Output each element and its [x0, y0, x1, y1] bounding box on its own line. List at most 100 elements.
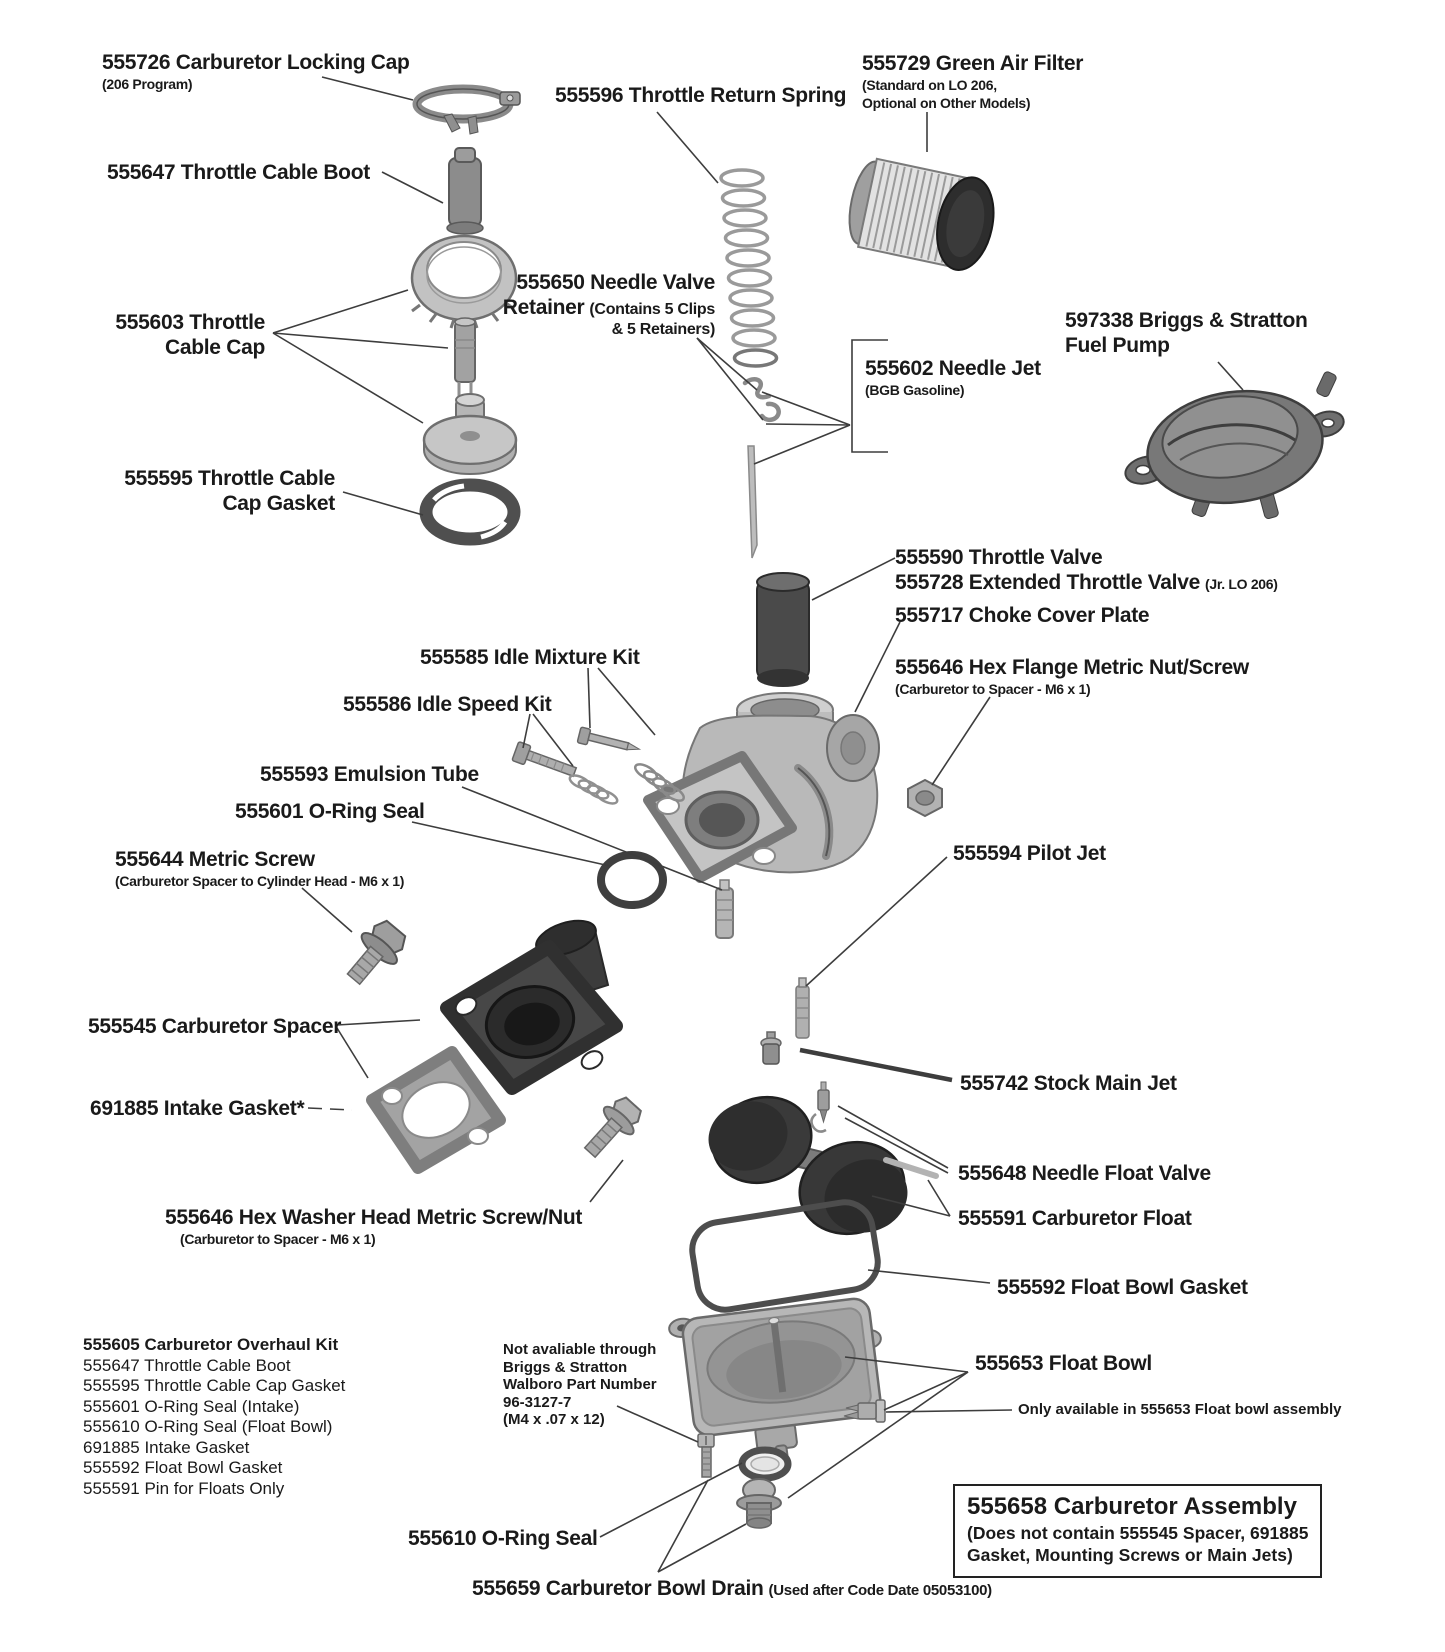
walboro-note-line4: 96-3127-7: [503, 1393, 572, 1411]
label-throttle-valve: 555590 Throttle Valve 555728 Extended Th…: [895, 545, 1278, 597]
label-needle-jet-note: (BGB Gasoline): [865, 382, 965, 398]
part-bowl-barb-fitting: [843, 1399, 886, 1423]
label-air-filter-note2: Optional on Other Models): [862, 95, 1031, 111]
part-needle-float-valve: [810, 1081, 830, 1133]
label-fuel-pump-line1: 597338 Briggs & Stratton: [1065, 309, 1308, 332]
walboro-note-line1: Not avaliable through: [503, 1341, 657, 1358]
label-air-filter-text: 555729 Green Air Filter: [862, 52, 1084, 75]
label-needle-jet-text: 555602 Needle Jet: [865, 357, 1041, 380]
walboro-note-line3: Walboro Part Number: [503, 1376, 657, 1393]
needle-jet-bracket: [851, 339, 888, 453]
label-oring-intake: 555601 O-Ring Seal: [235, 800, 425, 823]
part-intake-gasket: [366, 1046, 506, 1174]
overhaul-kit-item: 555592 Float Bowl Gasket: [83, 1458, 283, 1477]
label-hex-washer-screw-note: (Carburetor to Spacer - M6 x 1): [180, 1231, 376, 1247]
label-fuel-pump: 597338 Briggs & Stratton Fuel Pump: [1065, 308, 1308, 358]
part-throttle-cable-boot: [446, 147, 484, 235]
part-emulsion-tube: [715, 879, 734, 939]
label-stock-main-jet: 555742 Stock Main Jet: [960, 1072, 1177, 1095]
label-carb-spacer: 555545 Carburetor Spacer: [88, 1015, 342, 1038]
walboro-note-line5: (M4 x .07 x 12): [503, 1411, 605, 1428]
carburetor-assembly-box: 555658 Carburetor Assembly (Does not con…: [953, 1484, 1323, 1578]
part-carburetor-float: [708, 1095, 908, 1236]
part-carburetor-body: [643, 692, 879, 883]
label-float-bowl-availability: Only available in 555653 Float bowl asse…: [1018, 1401, 1342, 1418]
part-needle-valve-retainer-clips: [742, 377, 781, 423]
label-choke-cover-plate: 555717 Choke Cover Plate: [895, 604, 1150, 627]
part-oring-float-bowl: [738, 1446, 792, 1482]
overhaul-kit-list: 555605 Carburetor Overhaul Kit 555647 Th…: [83, 1335, 345, 1499]
overhaul-kit-item: 555601 O-Ring Seal (Intake): [83, 1396, 300, 1416]
label-retainer-line1: 555650 Needle Valve: [516, 271, 715, 294]
label-retainer-line2: Retainer(Contains 5 Clips: [502, 296, 716, 319]
label-pilot-jet: 555594 Pilot Jet: [953, 842, 1106, 865]
part-float-pin: [883, 1157, 939, 1179]
label-cap-gasket-line2: Cap Gasket: [222, 492, 335, 515]
label-oring-float-bowl: 555610 O-Ring Seal: [408, 1527, 598, 1550]
label-throttle-valve-text: 555590 Throttle Valve: [895, 546, 1103, 569]
part-m4-screw: [697, 1433, 715, 1478]
part-throttle-cable-cap-ring: [410, 234, 518, 329]
label-float-bowl: 555653 Float Bowl: [975, 1352, 1152, 1375]
label-cable-boot: 555647 Throttle Cable Boot: [107, 161, 370, 184]
label-intake-gasket: 691885 Intake Gasket*: [90, 1097, 305, 1120]
overhaul-kit-item: 555591 Pin for Floats Only: [83, 1478, 285, 1498]
label-emulsion-tube: 555593 Emulsion Tube: [260, 763, 479, 786]
overhaul-kit-item: 555610 O-Ring Seal (Float Bowl): [83, 1417, 333, 1436]
assembly-box-title: 555658 Carburetor Assembly: [967, 1493, 1297, 1520]
part-throttle-cable-cap-body: [422, 393, 518, 475]
assembly-box-line3: Gasket, Mounting Screws or Main Jets): [967, 1545, 1293, 1565]
part-carburetor-spacer: [440, 919, 623, 1095]
part-idle-mixture-kit: [576, 726, 685, 802]
label-metric-screw-note: (Carburetor Spacer to Cylinder Head - M6…: [115, 873, 405, 889]
label-cable-cap: 555603 Throttle Cable Cap: [115, 310, 265, 360]
label-hex-washer-screw-text: 555646 Hex Washer Head Metric Screw/Nut: [165, 1206, 583, 1229]
label-idle-mixture-kit: 555585 Idle Mixture Kit: [420, 646, 640, 669]
label-locking-cap-note: (206 Program): [102, 76, 193, 92]
part-stock-main-jet: [760, 1031, 782, 1065]
label-retainer-line3: & 5 Retainers): [611, 321, 716, 338]
part-hex-washer-screw: [583, 1096, 642, 1159]
label-needle-valve-retainer: 555650 Needle Valve Retainer(Contains 5 …: [502, 270, 716, 340]
part-throttle-return-spring: [719, 168, 779, 368]
label-hex-washer-screw: 555646 Hex Washer Head Metric Screw/Nut …: [165, 1205, 582, 1248]
label-cable-cap-line1: 555603 Throttle: [115, 311, 265, 334]
label-needle-float-valve: 555648 Needle Float Valve: [958, 1162, 1211, 1185]
overhaul-kit-item: 691885 Intake Gasket: [83, 1437, 250, 1457]
label-air-filter: 555729 Green Air Filter (Standard on LO …: [862, 51, 1083, 112]
label-locking-cap-text: 555726 Carburetor Locking Cap: [102, 51, 410, 74]
part-idle-speed-kit: [511, 741, 619, 805]
leader-lines: [272, 76, 1244, 1573]
walboro-note-line2: Briggs & Stratton: [503, 1358, 628, 1376]
label-metric-screw-text: 555644 Metric Screw: [115, 848, 315, 871]
part-metric-screw: [346, 919, 407, 986]
part-throttle-cable-cap-tube: [454, 317, 476, 396]
part-float-bowl: [668, 1297, 882, 1473]
label-metric-screw: 555644 Metric Screw (Carburetor Spacer t…: [115, 847, 404, 890]
label-idle-speed-kit: 555586 Idle Speed Kit: [343, 693, 552, 716]
part-carburetor-locking-cap: [412, 84, 521, 135]
part-throttle-valve-slide: [756, 572, 810, 687]
part-bowl-drain-plug: [736, 1478, 782, 1529]
label-fuel-pump-line2: Fuel Pump: [1065, 334, 1170, 357]
label-locking-cap: 555726 Carburetor Locking Cap (206 Progr…: [102, 50, 410, 93]
part-hex-flange-nut: [907, 778, 943, 818]
overhaul-kit-item: 555595 Throttle Cable Cap Gasket: [83, 1376, 346, 1395]
part-float-bowl-gasket: [689, 1199, 881, 1313]
part-jet-needle: [747, 445, 758, 559]
label-hex-flange-nut-text: 555646 Hex Flange Metric Nut/Screw: [895, 656, 1249, 679]
label-cable-cap-line2: Cable Cap: [165, 336, 265, 359]
label-return-spring: 555596 Throttle Return Spring: [555, 84, 847, 107]
label-extended-throttle-valve: 555728 Extended Throttle Valve(Jr. LO 20…: [895, 571, 1278, 594]
label-air-filter-note1: (Standard on LO 206,: [862, 77, 997, 93]
overhaul-kit-title: 555605 Carburetor Overhaul Kit: [83, 1335, 339, 1354]
label-needle-jet: 555602 Needle Jet (BGB Gasoline): [865, 356, 1041, 399]
label-walboro-note: Not avaliable through Briggs & Stratton …: [503, 1341, 657, 1429]
label-bowl-drain: 555659 Carburetor Bowl Drain(Used after …: [472, 1577, 992, 1600]
label-hex-flange-nut: 555646 Hex Flange Metric Nut/Screw (Carb…: [895, 655, 1249, 698]
part-pilot-jet: [795, 977, 810, 1039]
part-green-air-filter: [848, 157, 995, 271]
part-choke-cover-plate: [826, 714, 880, 782]
